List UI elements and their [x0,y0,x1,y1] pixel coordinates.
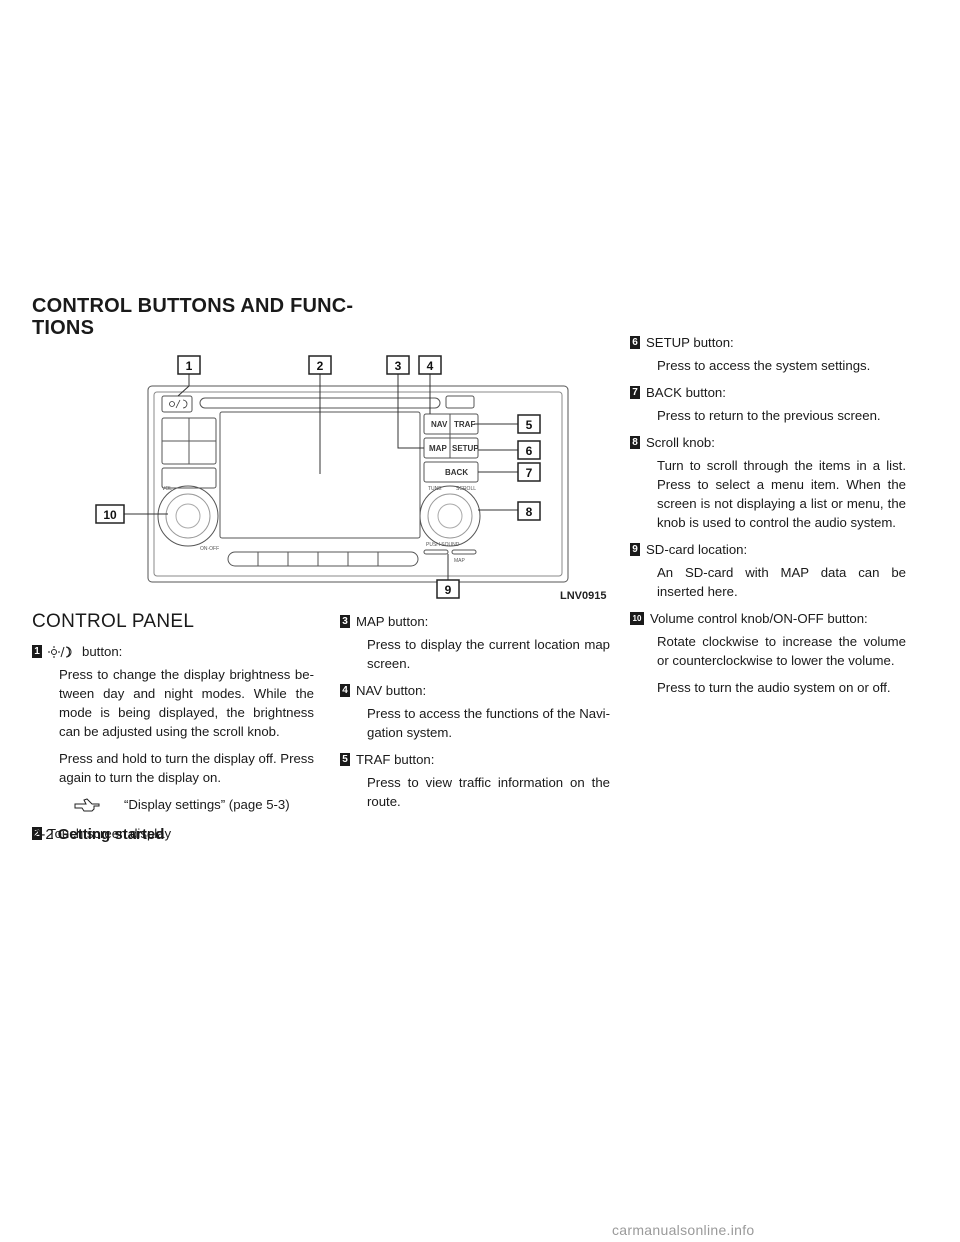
item-description: Press to access the functions of the Nav… [367,706,610,740]
item-label: NAV button: [356,683,427,698]
item-label: SD-card location: [646,542,748,557]
item-label: MAP button: [356,614,429,629]
list-item: 9 SD-card location: [630,540,906,559]
callout-5: 5 [526,418,533,432]
section-title: CONTROL PANEL [32,611,195,632]
list-item: 5 TRAF button: [340,750,610,769]
pointing-hand-icon [74,797,100,811]
control-panel-illustration: NAV TRAF MAP SETUP BACK VOL ON·OFF TUNE … [95,355,569,599]
item-number: 7 [630,386,640,399]
list-item: 8 Scroll knob: [630,433,906,452]
column-1: 1 button: Press to change the display br… [32,642,314,847]
list-item: 6 SETUP button: [630,333,906,352]
item-description: Press and hold to turn the display off. … [59,751,314,785]
map-button-label: MAP [429,444,447,453]
item-number: 6 [630,336,640,349]
item-number: 4 [340,684,350,697]
item-number: 10 [630,612,644,625]
figure-code: LNV0915 [560,590,607,602]
item-number: 2 [32,827,42,840]
item-description: Press to access the system settings. [657,358,871,373]
watermark: carmanualsonline.info [612,1222,755,1238]
callout-9: 9 [445,583,452,597]
callout-10: 10 [103,508,117,522]
item-label: Touch screen display [48,826,172,841]
list-item: 1 button: [32,642,314,661]
callout-4: 4 [427,359,434,373]
vol-label: VOL [162,486,172,492]
page-heading: CONTROL BUTTONS AND FUNC- TIONS [32,295,353,339]
setup-button-label: SETUP [452,444,479,453]
panel-day-night-icon [169,399,188,409]
list-item: 7 BACK button: [630,383,906,402]
heading-line-1: CONTROL BUTTONS AND FUNC- [32,295,354,317]
day-night-icon [48,646,72,658]
back-button-label: BACK [445,468,468,477]
item-description: An SD-card with MAP data can be inserted… [657,565,906,599]
item-label: Scroll knob: [646,435,715,450]
item-number: 1 [32,645,42,658]
traf-button-label: TRAF [454,420,475,429]
callout-3: 3 [395,359,402,373]
item-label: Volume control knob/ON-OFF button: [650,611,868,626]
item-description: Press to turn the audio system on or off… [657,680,891,695]
sd-map-label: MAP [454,558,466,564]
item-description: Press to return to the previous screen. [657,408,881,423]
heading-line-2: TIONS [32,317,95,339]
scroll-label: SCROLL [456,486,476,492]
item-number: 8 [630,436,640,449]
item-description: Rotate clockwise to increase the volume … [657,634,906,668]
item-description: Press to view traffic information on the… [367,775,610,809]
list-item: 3 MAP button: [340,612,610,631]
tune-label: TUNE [428,486,442,492]
list-item: 2 Touch screen display [32,824,314,843]
item-number: 5 [340,753,350,766]
callout-2: 2 [317,359,324,373]
list-item: 4 NAV button: [340,681,610,700]
item-number: 9 [630,543,640,556]
item-label: button: [82,644,123,659]
item-label: BACK button: [646,385,726,400]
list-item: 10 Volume control knob/ON-OFF button: [630,609,906,628]
item-label: SETUP button: [646,335,734,350]
callout-8: 8 [526,505,533,519]
item-description: Press to change the display brightness b… [59,667,314,739]
column-3: 6 SETUP button: Press to access the syst… [630,333,906,705]
nav-button-label: NAV [431,420,448,429]
reference-text: “Display settings” (page 5-3) [124,797,290,812]
on-off-label: ON·OFF [200,546,219,552]
item-description: Press to display the current location ma… [367,637,610,671]
page-number: 2-2 [32,826,54,843]
item-description: Turn to scroll through the items in a li… [657,458,906,530]
callout-7: 7 [526,466,533,480]
item-label: TRAF button: [356,752,435,767]
callout-6: 6 [526,444,533,458]
column-2: 3 MAP button: Press to display the curre… [340,612,610,819]
chapter-title: Getting started [57,826,165,843]
push-sound-label: PUSH SOUND [426,542,460,548]
callout-1: 1 [186,359,193,373]
item-number: 3 [340,615,350,628]
cross-reference: “Display settings” (page 5-3) [74,795,314,814]
